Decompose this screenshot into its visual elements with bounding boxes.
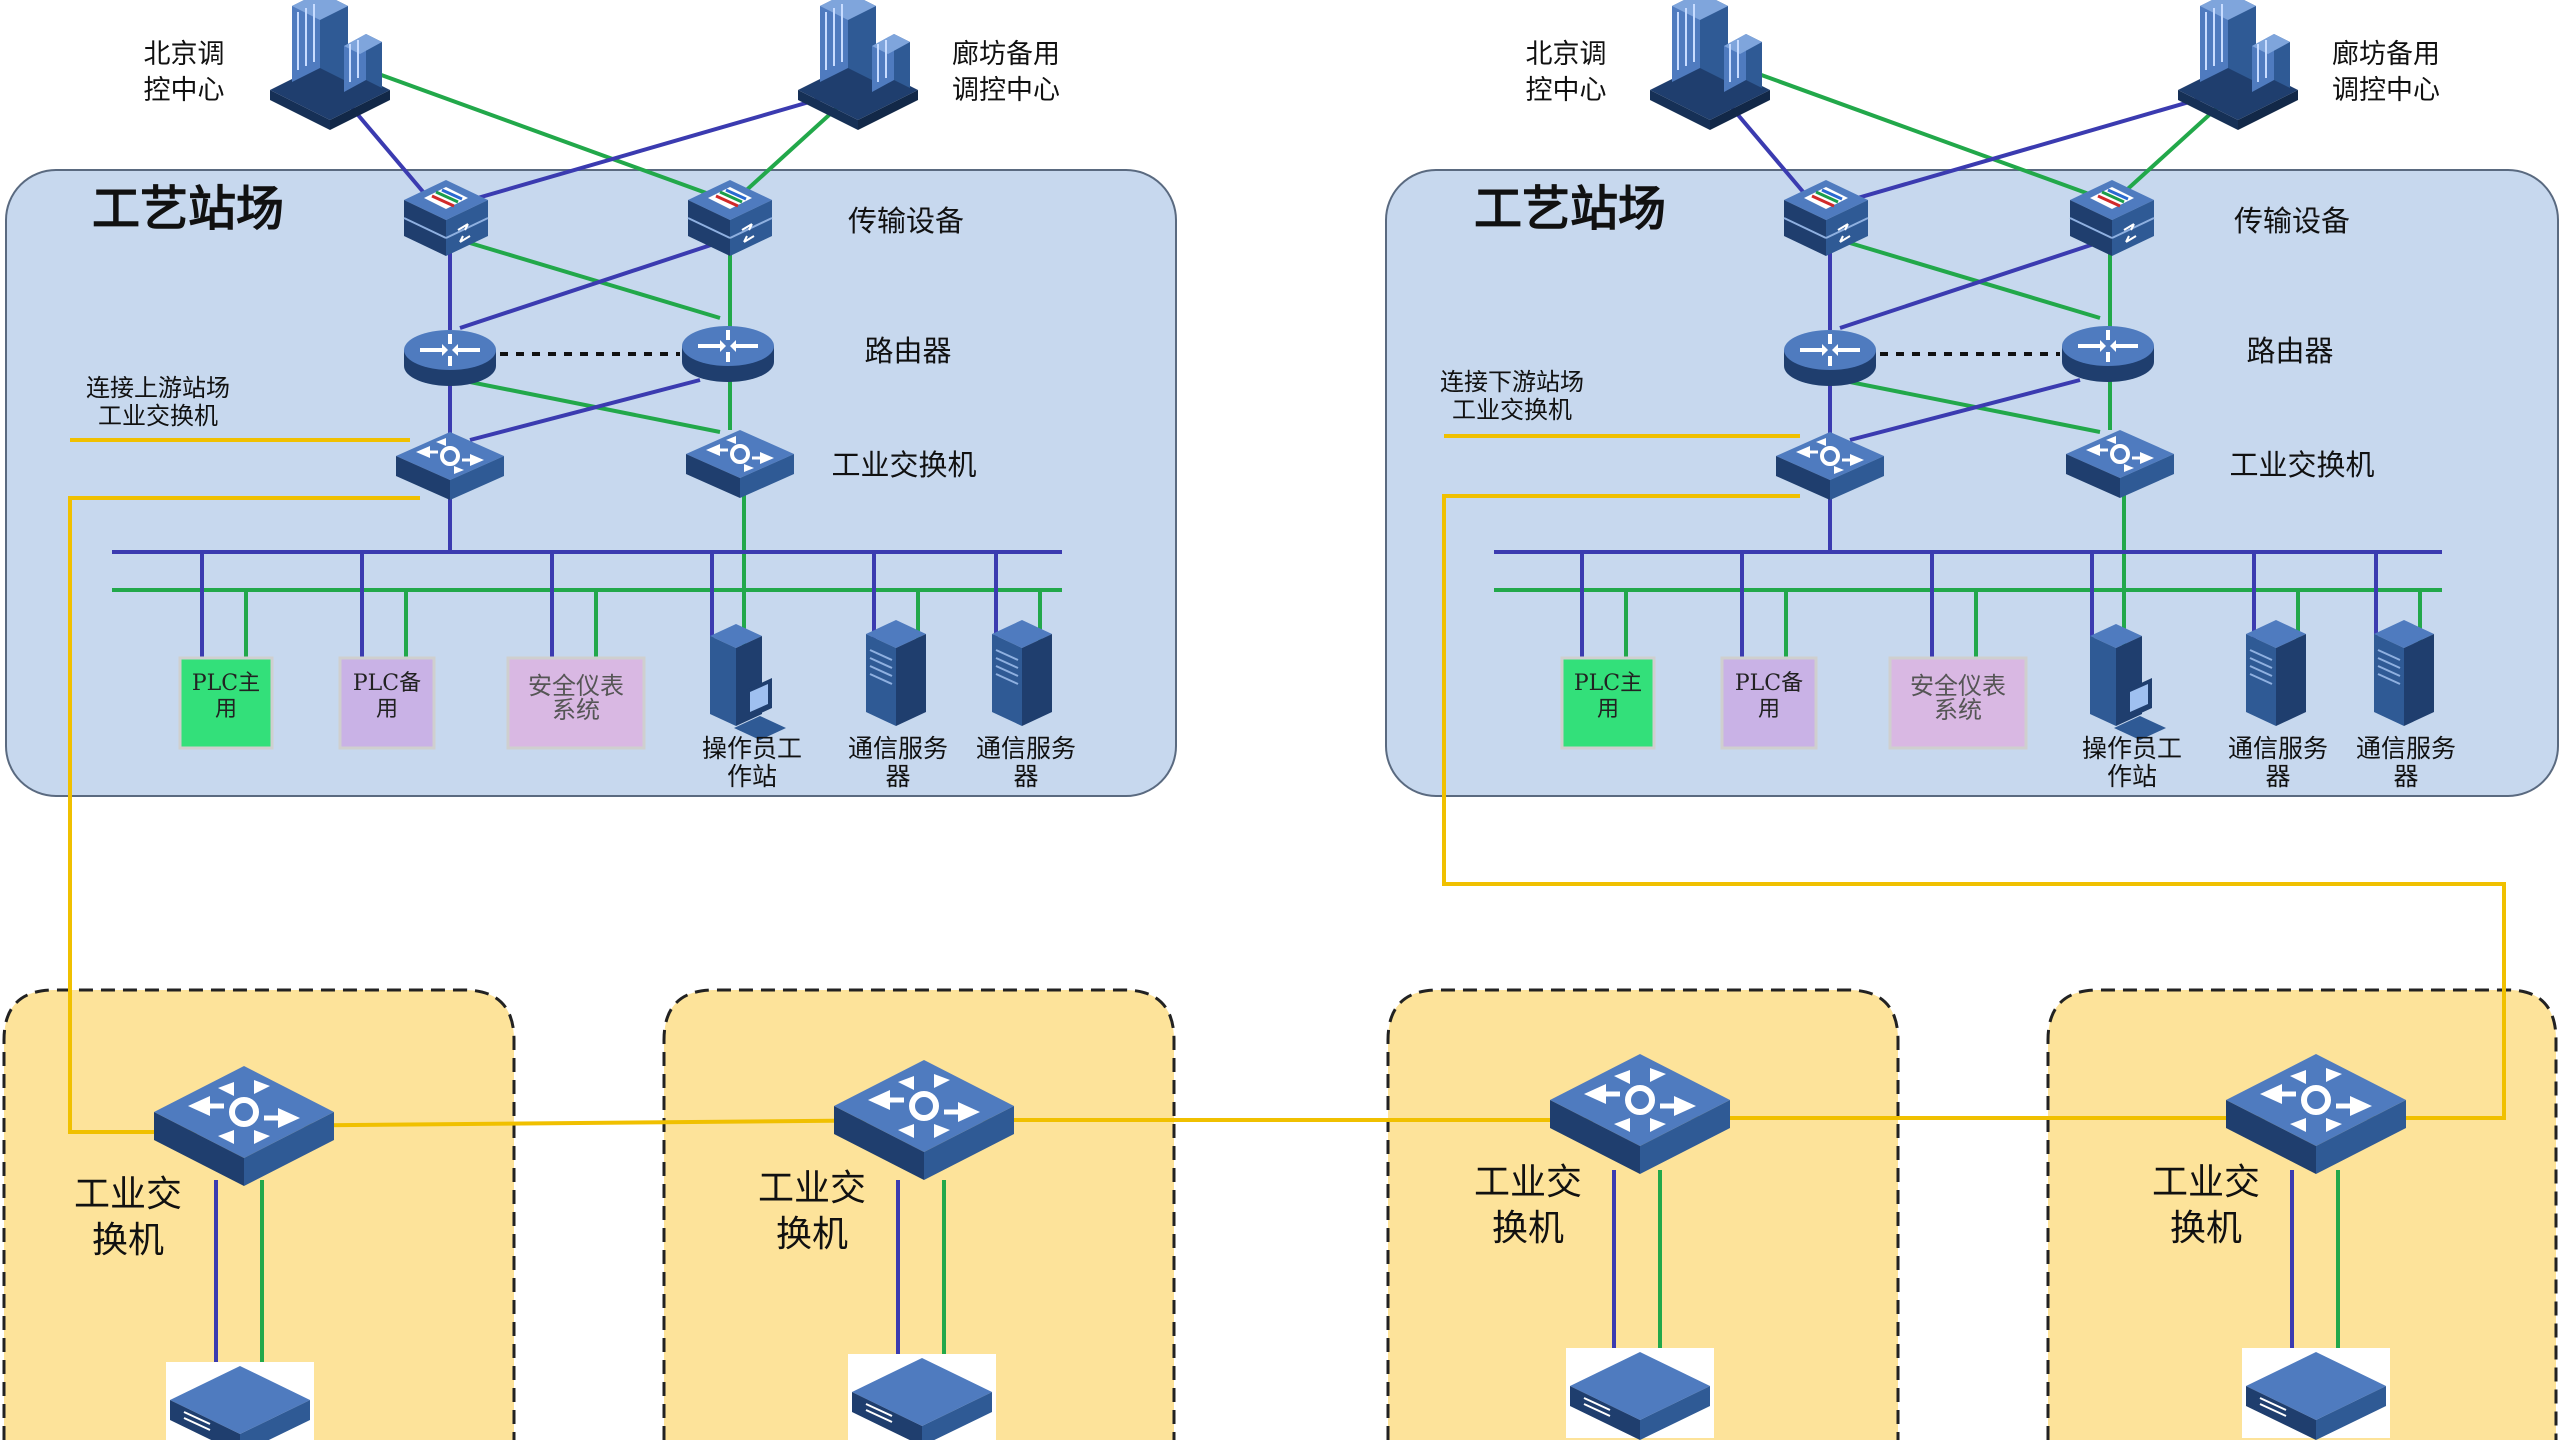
- router-icon: [402, 328, 498, 388]
- server-icon: [865, 619, 927, 727]
- station-title-left: 工艺站场: [92, 181, 284, 237]
- server-icon: [991, 619, 1053, 727]
- building-icon: [269, 0, 391, 131]
- svg-text:北京调: 北京调: [1526, 39, 1607, 70]
- field-site-2: [662, 988, 1176, 1440]
- svg-text:器: 器: [1013, 762, 1038, 791]
- transmission-label-right: 传输设备: [2234, 204, 2350, 238]
- field-site-4: [2046, 988, 2558, 1440]
- svg-text:换机: 换机: [2170, 1208, 2242, 1249]
- svg-text:用: 用: [215, 697, 237, 722]
- sis-left: 安全仪表 系统: [506, 656, 646, 750]
- field-site-1: [2, 988, 516, 1440]
- field-site-3: [1386, 988, 1900, 1440]
- svg-text:器: 器: [885, 762, 910, 791]
- downstream-label-right-2: 工业交换机: [1452, 396, 1572, 424]
- station-title-right: 工艺站场: [1474, 181, 1666, 237]
- control-center-main-label-1: 北京调: [144, 39, 225, 70]
- control-center-backup-label-2: 调控中心: [952, 75, 1060, 106]
- field-switch-3: 工业交 换机: [1474, 1054, 1730, 1440]
- links-right: [1444, 58, 2442, 660]
- svg-text:用: 用: [376, 697, 398, 722]
- svg-text:系统: 系统: [552, 696, 600, 724]
- router-icon: [1782, 328, 1878, 388]
- svg-text:通信服务: 通信服务: [2356, 734, 2456, 763]
- switch-label-left: 工业交换机: [831, 448, 976, 482]
- rack-device-icon: [165, 1361, 315, 1440]
- svg-text:廊坊备用: 廊坊备用: [2332, 39, 2440, 70]
- downstream-label-right-1: 连接下游站场: [1440, 368, 1584, 396]
- links-left: [70, 58, 1062, 660]
- comm-server-2-right: 通信服务 器: [2356, 619, 2456, 791]
- router-label-right: 路由器: [2246, 334, 2333, 368]
- svg-text:作站: 作站: [727, 762, 777, 791]
- comm-server-2-left: 通信服务 器: [976, 619, 1076, 791]
- svg-text:通信服务: 通信服务: [2228, 734, 2328, 763]
- svg-text:安全仪表: 安全仪表: [1910, 672, 2006, 700]
- svg-text:PLC主: PLC主: [1574, 671, 1642, 696]
- svg-text:操作员工: 操作员工: [702, 734, 802, 763]
- field-switch-1: 工业交 换机: [74, 1066, 334, 1440]
- building-icon: [797, 0, 919, 131]
- svg-text:工业交: 工业交: [74, 1174, 182, 1215]
- comm-server-1-right: 通信服务 器: [2228, 619, 2328, 791]
- control-center-main-label-2: 控中心: [144, 75, 225, 106]
- svg-text:PLC主: PLC主: [192, 671, 260, 696]
- router-icon: [680, 324, 776, 384]
- rack-device-icon: [2241, 1347, 2391, 1440]
- svg-text:工业交: 工业交: [758, 1168, 866, 1209]
- svg-text:作站: 作站: [2107, 762, 2157, 791]
- plc-main-right: PLC主 用: [1560, 656, 1656, 750]
- upstream-label-left-1: 连接上游站场: [86, 374, 230, 402]
- svg-text:通信服务: 通信服务: [848, 734, 948, 763]
- workstation-left: 操作员工 作站: [702, 624, 802, 791]
- building-icon: [1649, 0, 1771, 131]
- svg-text:通信服务: 通信服务: [976, 734, 1076, 763]
- control-center-backup-right: 廊坊备用 调控中心: [2177, 0, 2440, 131]
- svg-text:PLC备: PLC备: [1735, 671, 1803, 696]
- field-switch-2: 工业交 换机: [758, 1060, 1014, 1440]
- svg-text:换机: 换机: [776, 1214, 848, 1255]
- svg-text:PLC备: PLC备: [353, 671, 421, 696]
- control-center-main-right: 北京调 控中心: [1526, 0, 1771, 131]
- svg-text:调控中心: 调控中心: [2332, 75, 2440, 106]
- svg-text:器: 器: [2265, 762, 2290, 791]
- svg-text:用: 用: [1597, 697, 1619, 722]
- control-center-backup-label-1: 廊坊备用: [952, 39, 1060, 70]
- plc-backup-left: PLC备 用: [338, 656, 436, 750]
- field-switch-4: 工业交 换机: [2152, 1054, 2406, 1440]
- svg-text:用: 用: [1758, 697, 1780, 722]
- rack-device-icon: [847, 1353, 997, 1440]
- sis-right: 安全仪表 系统: [1888, 656, 2028, 750]
- plc-main-left: PLC主 用: [178, 656, 274, 750]
- comm-server-1-left: 通信服务 器: [848, 619, 948, 791]
- server-icon: [2245, 619, 2307, 727]
- svg-text:工业交: 工业交: [2152, 1162, 2260, 1203]
- svg-text:安全仪表: 安全仪表: [528, 672, 624, 700]
- svg-text:操作员工: 操作员工: [2082, 734, 2182, 763]
- plc-backup-right: PLC备 用: [1720, 656, 1818, 750]
- router-icon: [2060, 324, 2156, 384]
- svg-text:系统: 系统: [1934, 696, 1982, 724]
- switch-label-right: 工业交换机: [2229, 448, 2374, 482]
- server-icon: [2373, 619, 2435, 727]
- svg-text:换机: 换机: [92, 1220, 164, 1261]
- svg-text:换机: 换机: [1492, 1208, 1564, 1249]
- rack-device-icon: [1565, 1347, 1715, 1440]
- svg-text:控中心: 控中心: [1526, 75, 1607, 106]
- svg-text:工业交: 工业交: [1474, 1162, 1582, 1203]
- control-center-main-left: 北京调 控中心: [144, 0, 391, 131]
- workstation-right: 操作员工 作站: [2082, 624, 2182, 791]
- router-label-left: 路由器: [864, 334, 951, 368]
- svg-text:器: 器: [2393, 762, 2418, 791]
- upstream-label-left-2: 工业交换机: [98, 402, 218, 430]
- transmission-label-left: 传输设备: [848, 204, 964, 238]
- control-center-backup-left: 廊坊备用 调控中心: [797, 0, 1060, 131]
- field-sites: [2, 988, 2558, 1440]
- building-icon: [2177, 0, 2299, 131]
